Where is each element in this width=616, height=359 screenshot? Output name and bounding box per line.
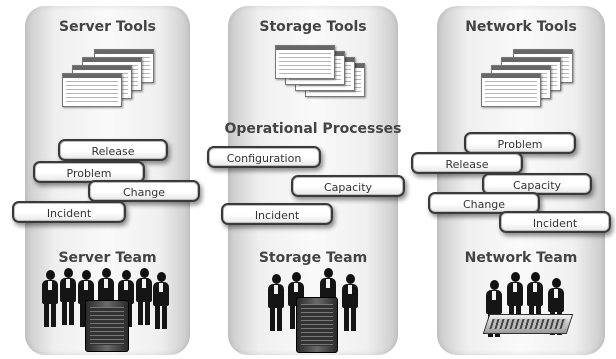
storage-tools-title: Storage Tools — [259, 19, 367, 35]
server-tools-icon — [62, 49, 162, 109]
network-process-incident: Incident — [499, 211, 611, 233]
network-tools-title: Network Tools — [465, 19, 577, 35]
server-tower-icon — [85, 300, 129, 352]
server-team-title: Server Team — [58, 250, 157, 266]
network-appliance-icon — [482, 314, 574, 334]
server-process-problem: Problem — [33, 161, 145, 183]
network-process-problem: Problem — [464, 132, 576, 154]
server-process-change: Change — [88, 180, 200, 202]
storage-team-title: Storage Team — [258, 250, 368, 266]
storage-tools-icon — [275, 45, 375, 109]
storage-process-configuration: Configuration — [207, 146, 321, 168]
storage-process-capacity: Capacity — [291, 175, 405, 197]
operational-processes-title: Operational Processes — [224, 121, 402, 137]
storage-process-incident: Incident — [221, 203, 333, 225]
server-tools-title: Server Tools — [59, 19, 156, 35]
network-process-release: Release — [411, 152, 523, 174]
server-process-incident: Incident — [12, 201, 126, 223]
network-process-change: Change — [428, 192, 540, 214]
network-tools-icon — [481, 49, 581, 109]
network-team-title: Network Team — [464, 250, 578, 266]
server-process-release: Release — [58, 139, 168, 161]
storage-array-icon — [296, 297, 338, 353]
